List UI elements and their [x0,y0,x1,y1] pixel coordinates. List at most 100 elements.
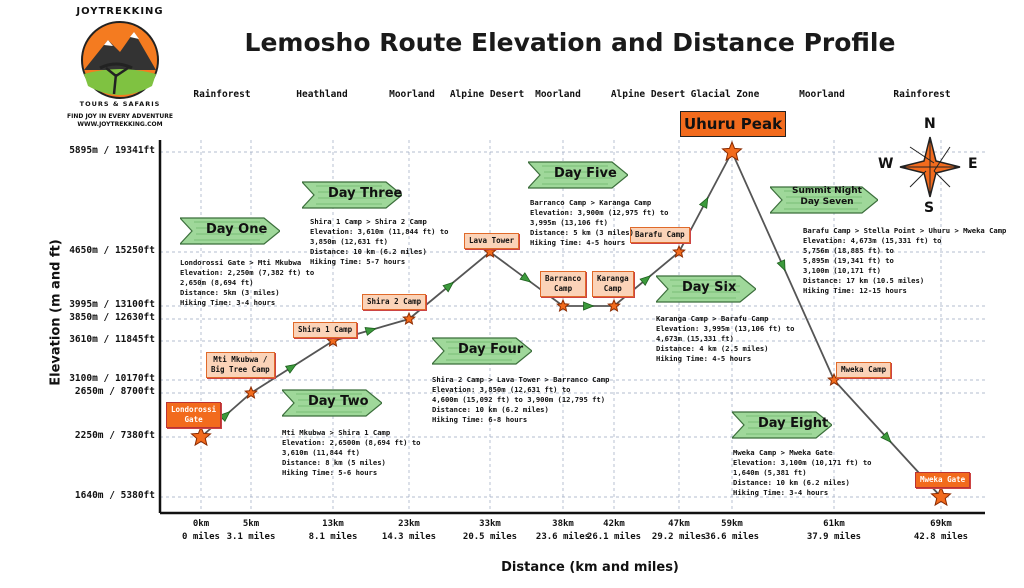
zone-label: Moorland [799,89,845,100]
direction-arrow [284,363,298,374]
direction-arrow [583,301,595,311]
y-tick-label: 2650m / 8700ft [74,386,155,397]
route-point-star [190,425,212,447]
banner-arrow-icon [432,337,532,365]
day-banner: Day One [180,216,280,246]
x-tick-miles: 29.2 miles [651,532,707,542]
direction-arrow-head [218,410,231,423]
x-tick-km: 61km [823,519,845,529]
day-info: Shira 2 Camp > Lava Tower > Barranco Cam… [432,375,610,424]
camp-barranco: Barranco Camp [540,271,587,297]
camp-karanga: Karanga Camp [592,271,634,297]
day-banner: Summit Night Day Seven [770,185,878,215]
zone-label: Glacial Zone [690,89,760,100]
x-tick-miles: 20.5 miles [462,532,518,542]
day-info: Londorossi Gate > Mti Mkubwa Elevation: … [180,258,315,307]
direction-arrow-head [776,259,786,272]
page-title: Lemosho Route Elevation and Distance Pro… [244,28,896,57]
zone-label: Moorland [535,89,581,100]
direction-arrow [519,272,532,283]
x-tick-label: 47km 29.2 miles [644,518,714,544]
x-tick-km: 5km [242,519,260,529]
camp-lava-tower: Lava Tower [464,233,520,249]
logo-tagline: TOURS & SAFARIS [79,100,161,108]
y-tick-label: 3850m / 12630ft [69,312,155,323]
day-banner: Day Two [282,388,382,418]
x-tick-miles: 37.9 miles [806,532,862,542]
route-point-star [556,298,570,312]
route-point-star [483,244,497,258]
y-tick-label: 3610m / 11845ft [69,334,155,345]
camp-shira-2: Shira 2 Camp [362,294,427,310]
y-tick-label: 4650m / 15250ft [69,245,155,256]
route-point-star [827,372,841,386]
camp-barafu: Barafu Camp [630,227,690,243]
direction-arrow [639,275,652,286]
x-tick-km: 0km [192,519,210,529]
x-tick-km: 47km [668,519,690,529]
x-tick-km: 13km [322,519,344,529]
day-banner-text: Day Three [328,186,403,201]
direction-arrow-head [583,301,595,311]
day-banner-text: Day Five [554,166,617,181]
x-tick-label: 59km 36.6 miles [697,518,767,544]
x-tick-label: 13km 8.1 miles [298,518,368,544]
day-banner-text: Day Two [308,394,369,409]
zone-label: Moorland [389,89,435,100]
direction-arrow [442,281,455,293]
camp-shira-1: Shira 1 Camp [293,322,358,338]
x-tick-label: 33km 20.5 miles [455,518,525,544]
compass-east: E [968,156,978,172]
direction-arrow [364,327,377,336]
route-point-star [244,385,258,399]
logo-brand: JOYTREKKING [76,6,164,17]
x-tick-km: 38km [552,519,574,529]
route-point-star [326,333,340,347]
x-tick-label: 23km 14.3 miles [374,518,444,544]
x-tick-miles: 42.8 miles [913,532,969,542]
x-tick-km: 59km [721,519,743,529]
x-tick-miles: 3.1 miles [226,532,276,542]
x-tick-miles: 36.6 miles [704,532,760,542]
banner-arrow-icon [528,161,628,189]
day-info: Mweka Camp > Mweka Gate Elevation: 3,100… [733,448,872,497]
direction-arrow-head [698,196,709,209]
direction-arrow-head [639,275,652,286]
x-tick-km: 33km [479,519,501,529]
x-tick-miles: 8.1 miles [308,532,358,542]
compass-west: W [878,156,894,172]
day-banner: Day Three [302,180,402,210]
day-banner: Day Five [528,160,628,190]
x-tick-km: 69km [930,519,952,529]
day-banner: Day Four [432,336,532,366]
direction-arrow [218,410,231,423]
logo-slogan: FIND JOY IN EVERY ADVENTURE WWW.JOYTREKK… [58,113,182,129]
camp-mweka: Mweka Camp [836,362,892,378]
zone-label: Heathland [296,89,348,100]
direction-arrow-head [364,327,377,336]
y-tick-label: 2250m / 7380ft [74,430,155,441]
direction-arrow [698,196,709,209]
route-point-star [721,140,743,162]
day-banner-text: Day Four [458,342,524,357]
zone-label: Alpine Desert [610,89,686,100]
x-axis-label: Distance (km and miles) [501,560,679,575]
day-banner: Day Eight [732,410,832,440]
y-tick-label: 3995m / 13100ft [69,299,155,310]
zone-label: Rainforest [893,89,951,100]
direction-arrow [880,431,892,443]
x-tick-miles: 14.3 miles [381,532,437,542]
banner-arrow-icon [302,181,402,209]
uhuru-peak-label: Uhuru Peak [680,111,786,137]
zone-label: Rainforest [193,89,251,100]
x-tick-label: 5km 3.1 miles [216,518,286,544]
camp-mti-mkubwa: Mti Mkubwa / Big Tree Camp [206,352,275,378]
day-info: Shira 1 Camp > Shira 2 Camp Elevation: 3… [310,217,449,266]
direction-arrow-head [880,431,892,443]
x-tick-km: 23km [398,519,420,529]
x-tick-label: 69km 42.8 miles [906,518,976,544]
